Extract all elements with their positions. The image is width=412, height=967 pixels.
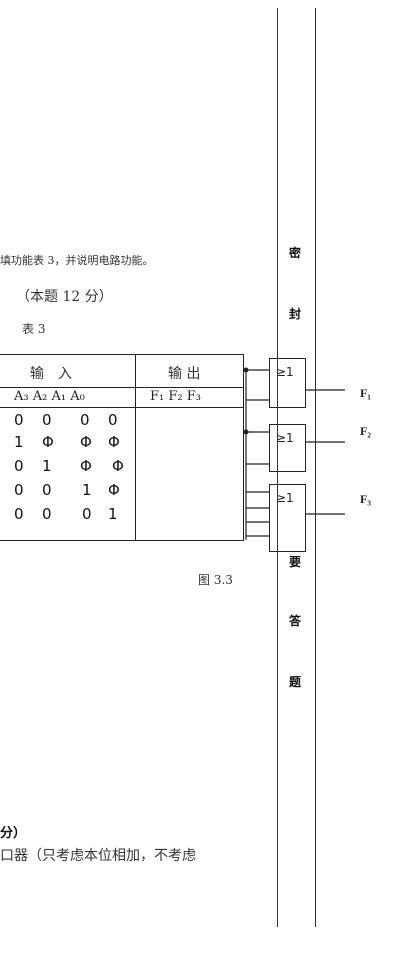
output-subheader: F₁ F₂ F₃ [150, 389, 201, 404]
function-table: 输 入 输 出 A₃ A₂ A₁ A₀ F₁ F₂ F₃ 0 0 0 0 1 Φ… [0, 354, 244, 541]
table-cell: 0 [14, 505, 24, 523]
seal-char: 密 [289, 246, 302, 260]
table-cell: Φ [108, 481, 120, 499]
table-divider [0, 407, 243, 408]
output-label-f3: F₃ [360, 492, 371, 506]
seal-char: 答 [289, 614, 302, 628]
output-header: 输 出 [168, 366, 201, 382]
table-cell: 0 [42, 505, 52, 523]
table-divider [135, 355, 136, 540]
gate-label: ≥1 [276, 431, 294, 445]
or-gate-1: ≥1 [269, 358, 306, 408]
table-cell: 0 [80, 411, 90, 429]
question-text: 填功能表 3，并说明电路功能。 [0, 254, 154, 267]
table-cell: 1 [82, 481, 92, 499]
score-note: （本题 12 分） [16, 289, 113, 305]
junction-dot [243, 367, 249, 373]
junction-dot [243, 429, 249, 435]
or-gate-2: ≥1 [269, 424, 306, 472]
table-cell: Φ [112, 457, 124, 475]
table-cell: Φ [108, 433, 120, 451]
seal-char: 题 [289, 675, 302, 689]
figure-caption: 图 3.3 [198, 573, 233, 587]
section-text: 口器（只考虑本位相加，不考虑 [0, 848, 196, 864]
table-caption: 表 3 [22, 322, 46, 336]
section-heading: 分） [0, 826, 27, 841]
table-cell: 0 [108, 411, 118, 429]
table-cell: 0 [14, 481, 24, 499]
or-gate-3: ≥1 [269, 484, 306, 552]
table-cell: Φ [42, 433, 54, 451]
table-cell: Φ [80, 433, 92, 451]
output-label-f2: F₂ [360, 424, 371, 438]
table-divider [0, 387, 243, 388]
input-header: 输 入 [30, 366, 72, 382]
table-cell: 0 [42, 481, 52, 499]
table-cell: 0 [14, 411, 24, 429]
table-cell: 0 [42, 411, 52, 429]
seal-line-left [277, 8, 278, 927]
table-cell: Φ [80, 457, 92, 475]
seal-char: 封 [289, 307, 302, 321]
gate-label: ≥1 [276, 491, 294, 505]
output-label-f1: F₁ [360, 386, 371, 400]
table-cell: 1 [108, 505, 118, 523]
input-subheader: A₃ A₂ A₁ A₀ [14, 389, 85, 404]
table-cell: 1 [42, 457, 52, 475]
seal-line-right [315, 8, 316, 927]
seal-char: 要 [289, 555, 302, 569]
table-cell: 0 [14, 457, 24, 475]
gate-label: ≥1 [276, 365, 294, 379]
table-cell: 0 [82, 505, 92, 523]
table-cell: 1 [14, 433, 24, 451]
